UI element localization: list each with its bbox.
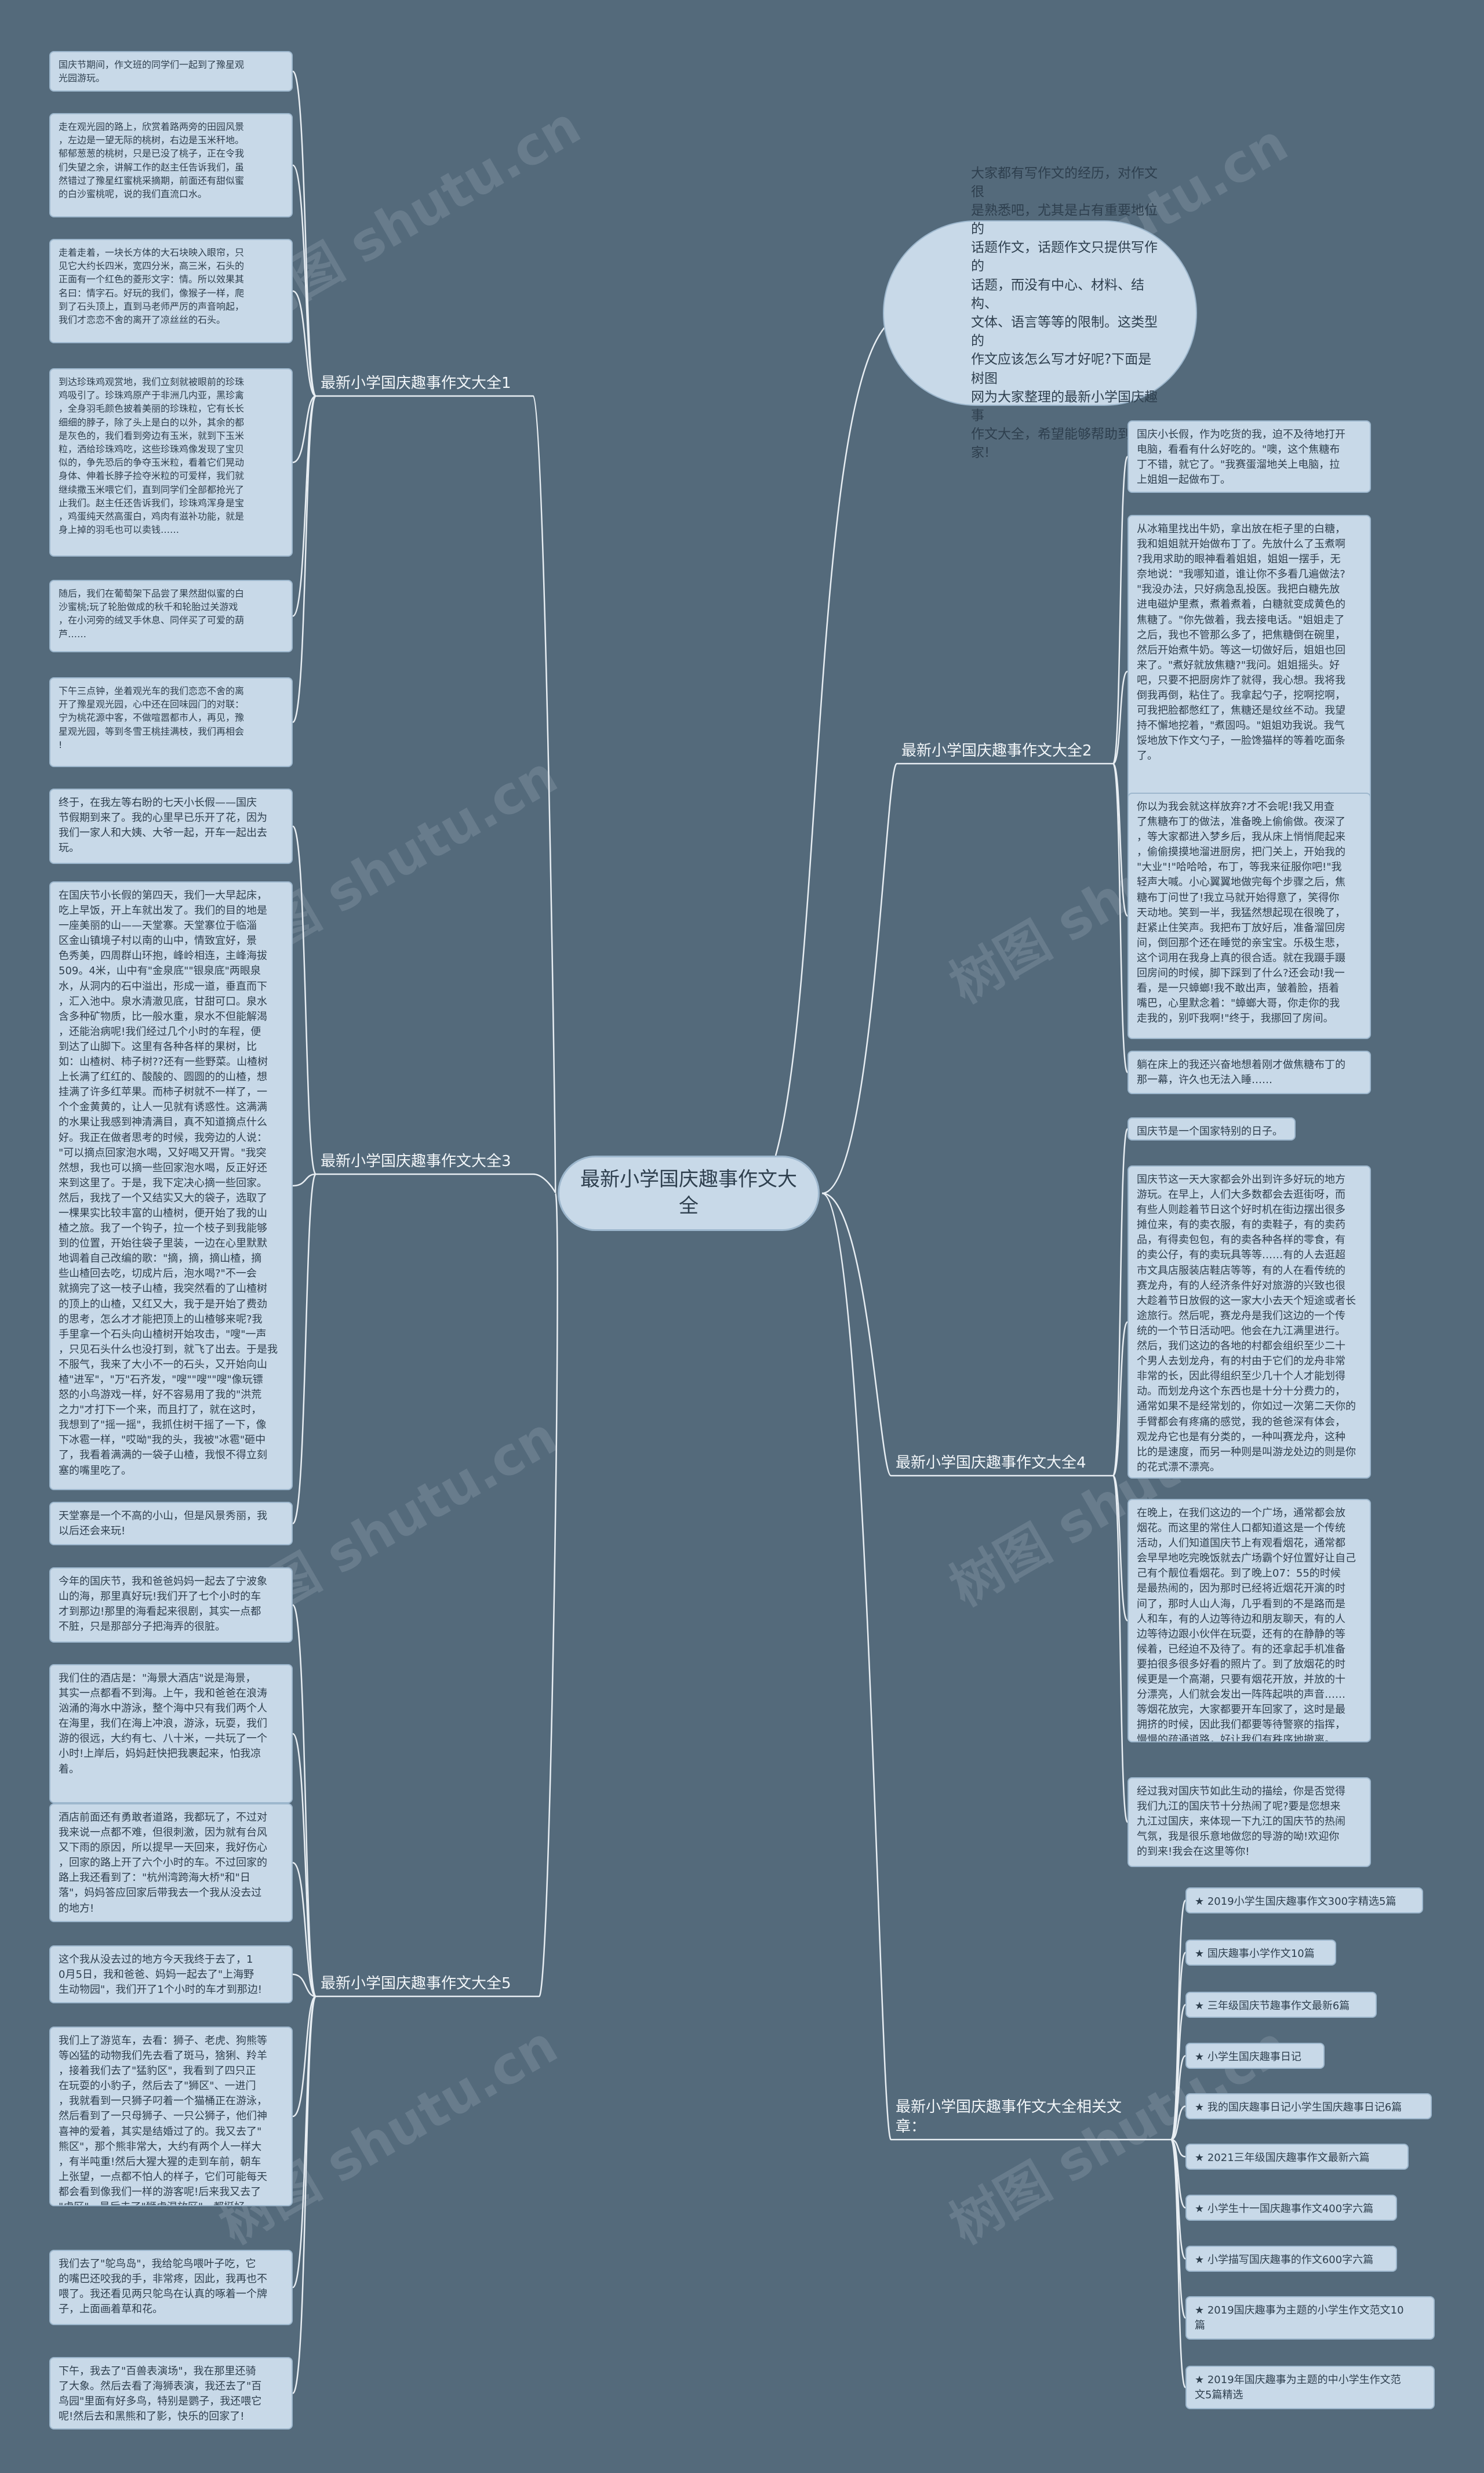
branch-1-leaf[interactable]: 下午三点钟，坐着观光车的我们恋恋不舍的离 开了豫星观光园，心中还在回味园门的对联… [49, 677, 293, 767]
connector-branch-leaf [292, 395, 317, 463]
branch-4-leaf[interactable]: 国庆节这一天大家都会外出到许多好玩的地方 游玩。在早上，人们大多数都会去逛街呀，… [1127, 1165, 1371, 1479]
connector-branch-leaf [292, 1995, 317, 2394]
connector-branch-leaf [1112, 670, 1129, 765]
connector-branch-leaf [1112, 1321, 1129, 1477]
branch-5-leaf[interactable]: 今年的国庆节，我和爸爸妈妈一起去了宁波象 山的海，那里真好玩!我们开了七个小时的… [49, 1567, 293, 1643]
branch-5-leaf[interactable]: 我们去了"鸵鸟岛"，我给鸵鸟喂叶子吃，它 的嘴巴还咬我的手，非常疼，因此，我再也… [49, 2250, 293, 2325]
branch-5-leaf[interactable]: 这个我从没去过的地方今天我终于去了，1 0月5日，我和爸爸、妈妈一起去了"上海野… [49, 1945, 293, 2003]
connector-branch-leaf [1112, 456, 1129, 765]
branch-6-leaf[interactable]: ★ 我的国庆趣事日记小学生国庆趣事日记6篇 [1185, 2093, 1432, 2119]
central-topic[interactable]: 最新小学国庆趣事作文大 全 [558, 1156, 820, 1231]
branch-4-leaf[interactable]: 在晚上，在我们这边的一个广场，通常都会放 烟花。而这里的常住人口都知道这是一个传… [1127, 1499, 1371, 1742]
branch-1-leaf[interactable]: 国庆节期间，作文班的同学们一起到了豫星观 光园游玩。 [49, 51, 293, 92]
branch-5-leaf[interactable]: 我们上了游览车，去看：狮子、老虎、狗熊等 等凶猛的动物我们先去看了斑马，猞猁、羚… [49, 2027, 293, 2206]
branch-4-leaf[interactable]: 经过我对国庆节如此生动的描绘，你是否觉得 我们九江的国庆节十分热闹了呢?要是您想… [1127, 1777, 1371, 1867]
connector-branch-leaf [292, 1604, 317, 1998]
connector-center-branch [821, 1192, 892, 1477]
connector-branch-leaf [1170, 2105, 1186, 2141]
connector-branch-leaf [1112, 1475, 1129, 1622]
branch-3-leaf[interactable]: 天堂寨是一个不高的小山，但是风景秀丽，我 以后还会来玩! [49, 1502, 293, 1545]
branch-1-leaf[interactable]: 走在观光园的路上，欣赏着路两旁的田园风景 ，左边是一望无际的桃树，右边是玉米秆地… [49, 113, 293, 217]
connector-branch-leaf [292, 1862, 317, 1998]
branch-1-leaf[interactable]: 走着走着，一块长方体的大石块映入眼帘，只 见它大约长四米，宽四分米，高三米，石头… [49, 239, 293, 343]
branch-label-2[interactable]: 最新小学国庆趣事作文大全2 [901, 742, 1092, 760]
connector-center-branch [533, 1173, 556, 1194]
connector-branch-leaf [292, 825, 317, 1175]
connector-branch-leaf [292, 1173, 317, 1524]
connector-branch-leaf [292, 395, 317, 723]
branch-label-6[interactable]: 最新小学国庆趣事作文大全相关文 章： [896, 2098, 1122, 2136]
branch-1-leaf[interactable]: 到达珍珠鸡观赏地，我们立刻就被眼前的珍珠 鸡吸引了。珍珠鸡原产于非洲几内亚，黑珍… [49, 368, 293, 557]
connector-branch-leaf [1112, 1128, 1129, 1477]
branch-6-leaf[interactable]: ★ 三年级国庆节趣事作文最新6篇 [1185, 1992, 1377, 2018]
connector-branch-leaf [292, 70, 317, 397]
branch-3-leaf[interactable]: 终于，在我左等右盼的七天小长假——国庆 节假期到来了。我的心里早已乐开了花，因为… [49, 789, 293, 864]
connector-branch-leaf [1170, 2138, 1187, 2388]
branch-6-leaf[interactable]: ★ 2019国庆趣事为主题的小学生作文范文10 篇 [1185, 2296, 1435, 2340]
connector-center-branch [821, 1192, 892, 2141]
branch-6-leaf[interactable]: ★ 2019年国庆趣事为主题的中小学生作文范 文5篇精选 [1185, 2366, 1435, 2409]
connector-branch-leaf [1112, 762, 1129, 917]
branch-2-leaf[interactable]: 躺在床上的我还兴奋地想着刚才做焦糖布丁的 那一幕，许久也无法入睡…… [1127, 1051, 1371, 1094]
branch-6-leaf[interactable]: ★ 2021三年级国庆趣事作文最新六篇 [1185, 2144, 1409, 2170]
branch-5-leaf[interactable]: 酒店前面还有勇敢者道路，我都玩了，不过对 我来说一点都不难，但很刺激，因为就有台… [49, 1803, 293, 1922]
branch-6-leaf[interactable]: ★ 小学生十一国庆趣事作文400字六篇 [1185, 2195, 1397, 2221]
branch-4-leaf[interactable]: 国庆节是一个国家特别的日子。 [1127, 1117, 1296, 1141]
branch-2-leaf[interactable]: 你以为我会就这样放弃?才不会呢!我又用查 了焦糖布丁的做法，准备晚上偷偷做。夜深… [1127, 793, 1371, 1039]
branch-3-leaf[interactable]: 在国庆节小长假的第四天，我们一大早起床， 吃上早饭，开上车就出发了。我们的目的地… [49, 881, 293, 1490]
branch-label-3[interactable]: 最新小学国庆趣事作文大全3 [321, 1153, 511, 1170]
branch-6-leaf[interactable]: ★ 国庆趣事小学作文10篇 [1185, 1940, 1336, 1966]
branch-6-leaf[interactable]: ★ 小学描写国庆趣事的作文600字六篇 [1185, 2246, 1397, 2272]
connector-branch-leaf [1170, 2055, 1186, 2141]
branch-label-5[interactable]: 最新小学国庆趣事作文大全5 [321, 1975, 511, 1992]
connector-branch-leaf [292, 1733, 317, 1998]
connector-branch-leaf [1112, 1475, 1129, 1823]
branch-1-leaf[interactable]: 随后，我们在葡萄架下品尝了果然甜似蜜的白 沙蜜桃;玩了轮胎做成的秋千和轮胎过关游… [49, 580, 293, 652]
intro-bubble[interactable]: 大家都有写作文的经历，对作文很 是熟悉吧，尤其是占有重要地位的 话题作文，话题作… [883, 166, 1197, 460]
connector-branch-leaf [292, 1995, 317, 2118]
connector-center-branch [821, 762, 898, 1194]
branch-2-leaf[interactable]: 从冰箱里找出牛奶，拿出放在柜子里的白糖， 我和姐姐就开始做布丁了。先放什么了玉煮… [1127, 515, 1371, 828]
connector-branch-leaf [292, 1173, 317, 1187]
connector-center-branch [532, 395, 556, 1194]
branch-label-1[interactable]: 最新小学国庆趣事作文大全1 [321, 375, 511, 392]
branch-2-leaf[interactable]: 国庆小长假，作为吃货的我，迫不及待地打开 电脑，看看有什么好吃的。"噢，这个焦糖… [1127, 420, 1371, 493]
connector-branch-leaf [1112, 762, 1129, 1073]
connector-branch-leaf [292, 1973, 317, 1998]
branch-label-4[interactable]: 最新小学国庆趣事作文大全4 [896, 1454, 1086, 1472]
branch-5-leaf[interactable]: 我们住的酒店是："海景大酒店"说是海景， 其实一点都看不到海。上午，我和爸爸在浪… [49, 1664, 293, 1803]
connector-to-intro [774, 324, 888, 1156]
branch-6-leaf[interactable]: ★ 小学生国庆趣事日记 [1185, 2043, 1325, 2069]
connector-branch-leaf [292, 164, 317, 397]
branch-5-leaf[interactable]: 下午，我去了"百兽表演场"，我在那里还骑 了大象。然后去看了海狮表演，我还去了"… [49, 2357, 293, 2430]
connector-branch-leaf [292, 290, 317, 397]
branch-6-leaf[interactable]: ★ 2019小学生国庆趣事作文300字精选5篇 [1185, 1887, 1423, 1913]
connector-center-branch [538, 1192, 558, 1998]
